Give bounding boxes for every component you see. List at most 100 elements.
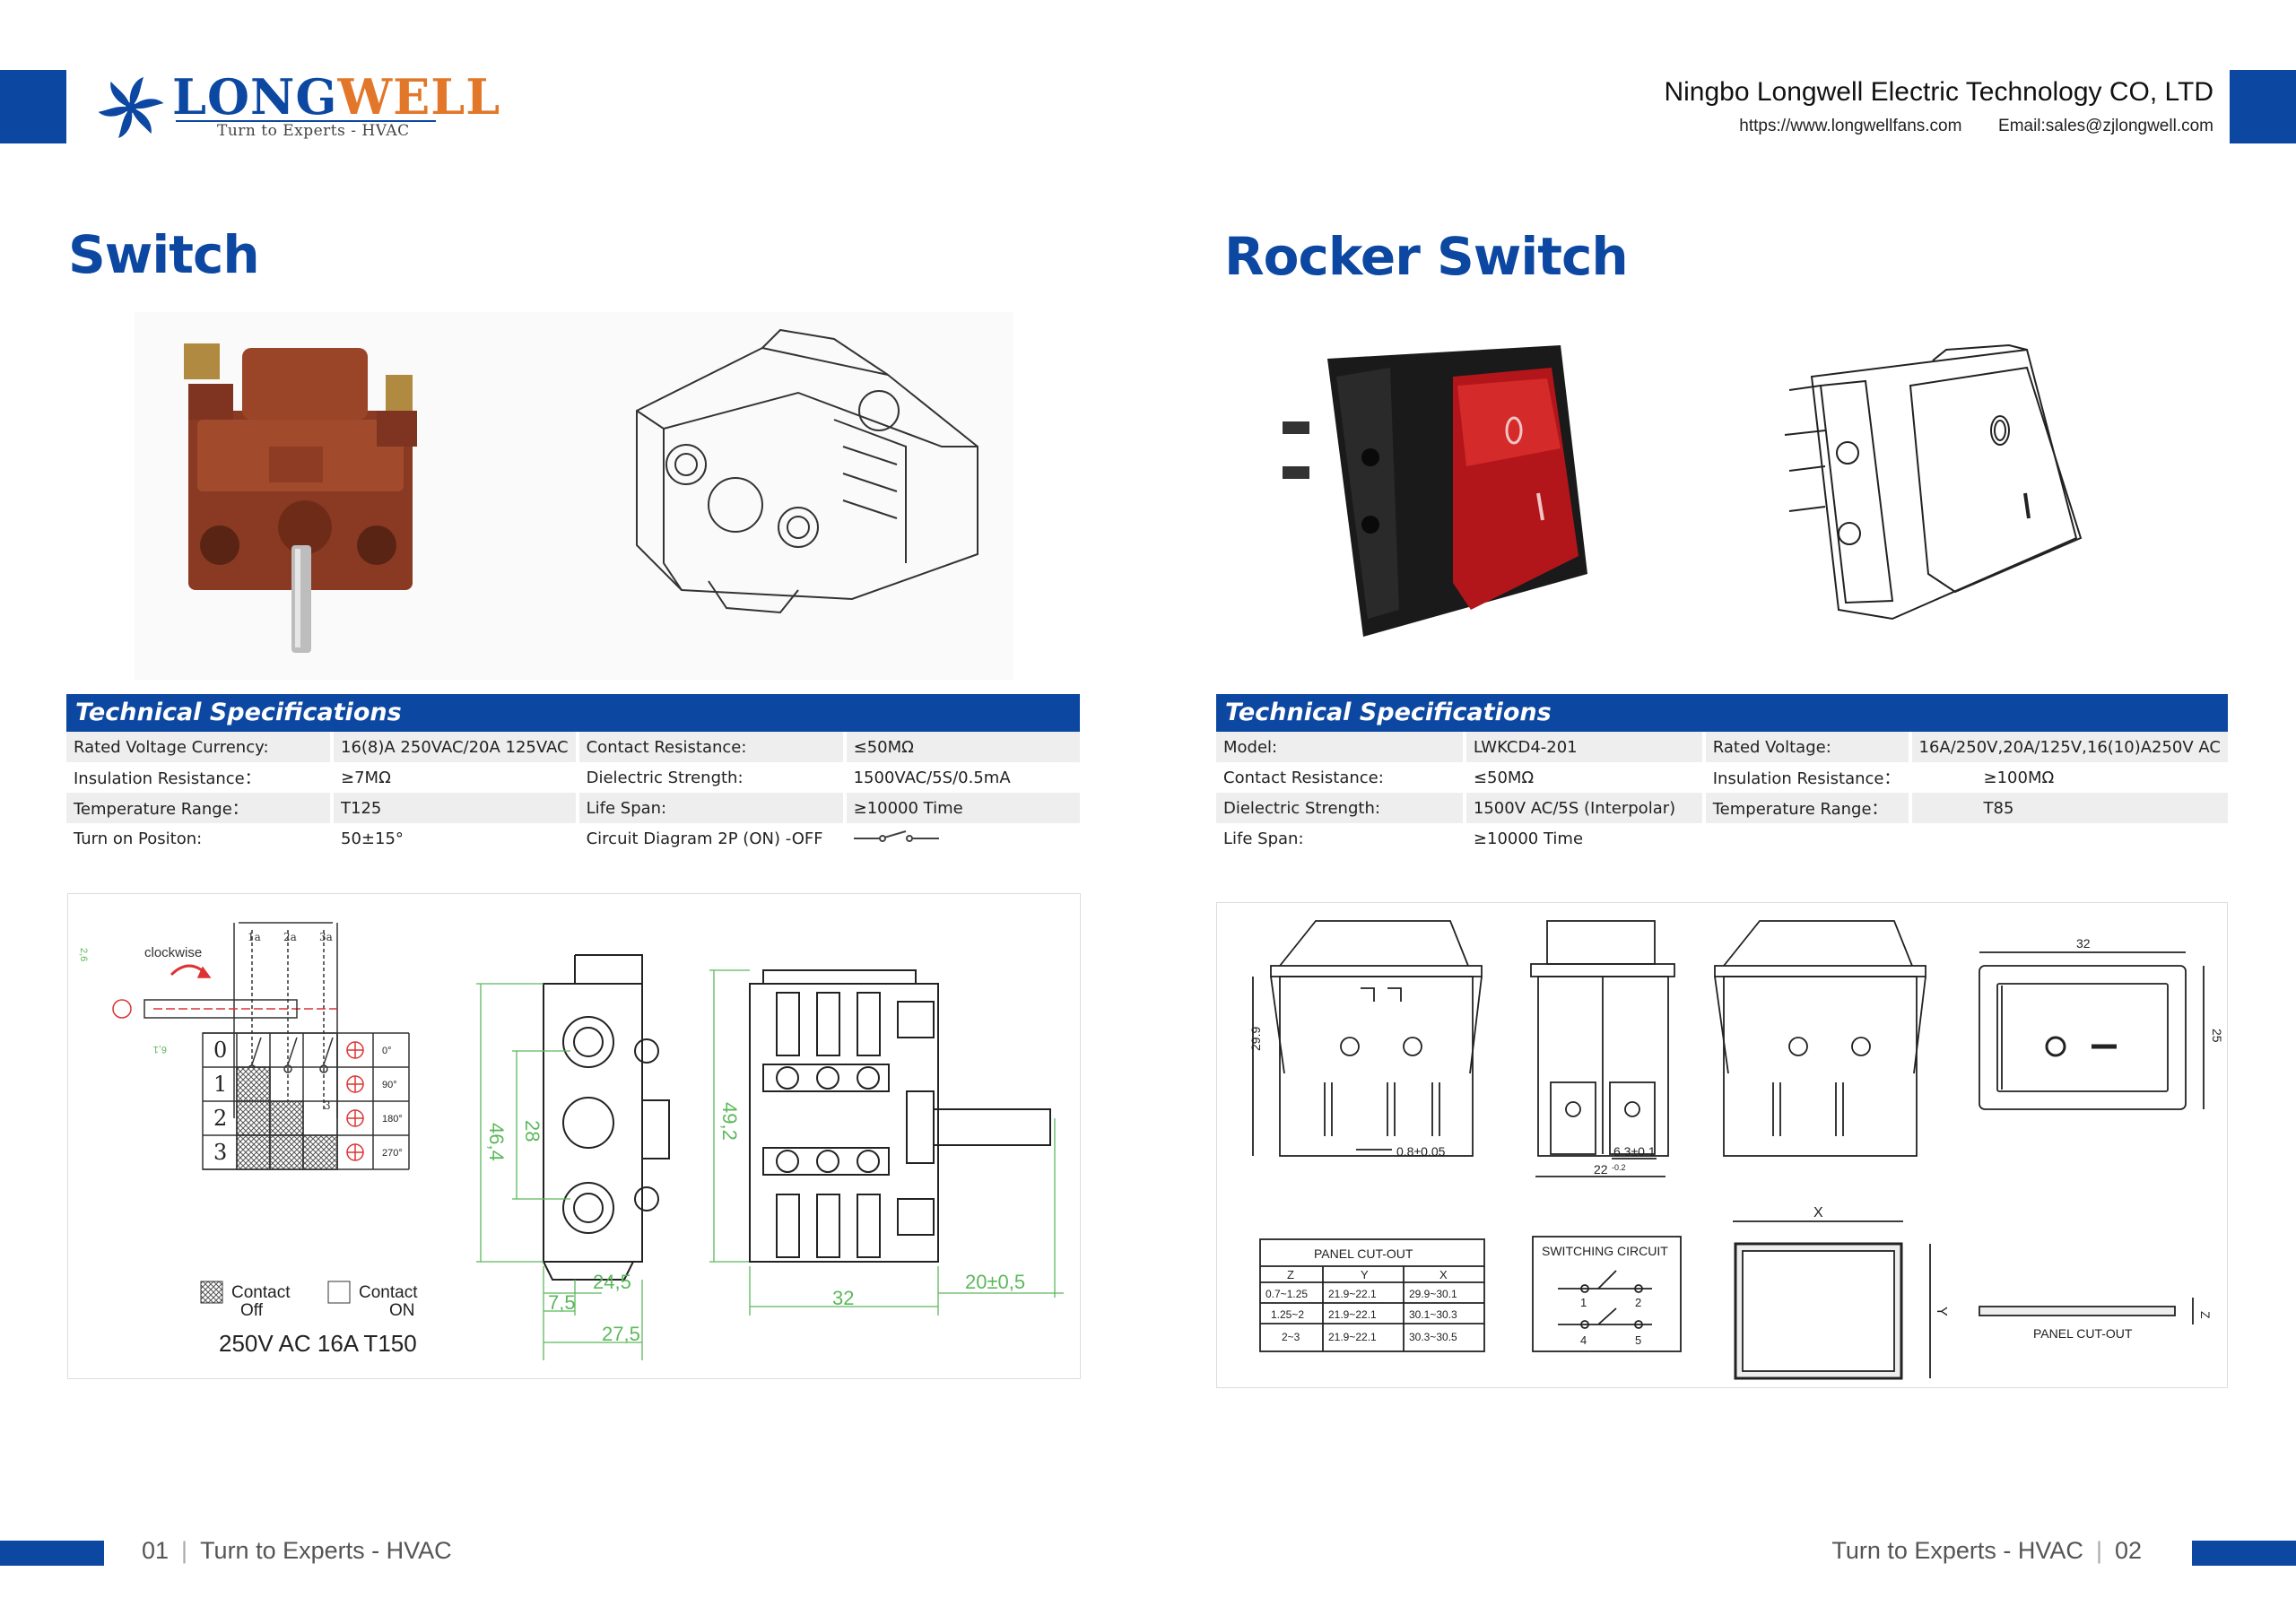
panel-cell: 2~3 — [1282, 1331, 1300, 1343]
panel-cell: 21.9~22.1 — [1328, 1288, 1377, 1300]
spec-value: ≥10000 Time — [1465, 823, 1702, 854]
website-link[interactable]: https://www.longwellfans.com — [1739, 117, 1962, 135]
table-row: Insulation Resistance： ≥7MΩ Dielectric S… — [66, 762, 1080, 793]
spec-label: Model: — [1216, 732, 1463, 762]
fan-blade-icon — [98, 77, 164, 138]
panel-cell: 21.9~22.1 — [1328, 1331, 1377, 1343]
email-link[interactable]: Email:sales@zjlongwell.com — [1998, 117, 2213, 135]
spec-label: Contact Resistance: — [578, 732, 843, 762]
logo: LONGWELL Turn to Experts - HVAC — [95, 68, 500, 143]
dim-label: 32 — [832, 1287, 854, 1309]
table-row: Dielectric Strength: 1500V AC/5S (Interp… — [1216, 793, 2228, 823]
rocker-switch-image — [1283, 345, 1587, 637]
brand-tagline: Turn to Experts - HVAC — [217, 122, 410, 140]
circuit-pin: 5 — [1635, 1333, 1641, 1347]
header-accent-right — [2230, 70, 2296, 143]
switch-line-drawing — [636, 328, 978, 614]
col-label: 2a — [283, 931, 297, 943]
footer-left: 01|Turn to Experts - HVAC — [142, 1537, 452, 1564]
panel-cell: 30.1~30.3 — [1409, 1308, 1457, 1321]
col-num: 3 — [324, 1099, 331, 1112]
cut-x: X — [1813, 1205, 1823, 1220]
dim-label: 7,5 — [548, 1291, 576, 1314]
footer-tagline: Turn to Experts - HVAC — [1831, 1537, 2083, 1564]
spec-value: 1500V AC/5S (Interpolar) — [1465, 793, 1702, 823]
legend-on-label-2: ON — [389, 1301, 415, 1320]
footer-accent-left — [0, 1541, 104, 1566]
dim-label: 24,5 — [593, 1271, 631, 1293]
panel-cell: 0.7~1.25 — [1265, 1288, 1308, 1300]
spec-value: 16(8)A 250VAC/20A 125VAC — [334, 732, 576, 762]
spec-value — [1911, 823, 2228, 854]
switch-photo — [135, 312, 1013, 680]
contact-line: https://www.longwellfans.com Email:sales… — [1739, 117, 2213, 136]
legend-off-label: Contact — [231, 1283, 291, 1302]
circuit-pin: 2 — [1635, 1296, 1641, 1309]
dim-label: 32 — [2076, 936, 2091, 951]
panel-head: Z — [1287, 1268, 1294, 1281]
spec-label: Turn on Positon: — [66, 823, 330, 854]
spec-label: Life Span: — [578, 793, 843, 823]
position-row: 0 — [213, 1038, 227, 1063]
position-row: 3 — [213, 1140, 227, 1165]
clockwise-label: clockwise — [144, 945, 202, 960]
circuit-pin: 1 — [1580, 1296, 1587, 1309]
rotary-schematic — [112, 922, 338, 1118]
position-row: 1 — [213, 1072, 227, 1097]
company-name: Ningbo Longwell Electric Technology CO, … — [1664, 77, 2213, 107]
rocker-spec-header: Technical Specifications — [1216, 694, 2228, 732]
spec-value: 16A/250V,20A/125V,16(10)A250V AC — [1911, 732, 2228, 762]
spec-value: ≤50MΩ — [1465, 762, 1702, 793]
position-row: 2 — [213, 1106, 227, 1131]
panel-label: PANEL CUT-OUT — [2033, 1326, 2133, 1341]
footer-tagline: Turn to Experts - HVAC — [200, 1537, 452, 1564]
spec-label: Contact Resistance: — [1216, 762, 1463, 793]
page-number: 02 — [2114, 1537, 2142, 1564]
dim-label: 6,1 — [153, 1044, 167, 1055]
dim-label: 22 — [1594, 1162, 1608, 1177]
table-row: Temperature Range： T125 Life Span: ≥1000… — [66, 793, 1080, 823]
spec-value: ≥100MΩ — [1911, 762, 2228, 793]
switch-title: Switch — [68, 224, 260, 285]
angle-label: 180° — [382, 1114, 403, 1125]
cut-y: Y — [1934, 1307, 1949, 1316]
spec-value: LWKCD4-201 — [1465, 732, 1702, 762]
dim-label: 29.9 — [1248, 1027, 1263, 1051]
dim-label: 27,5 — [602, 1323, 640, 1345]
legend-on-label: Contact — [359, 1283, 418, 1302]
dim-label: 46,4 — [485, 1123, 508, 1161]
spec-label: Insulation Resistance： — [66, 762, 330, 793]
dim-label: 6.3±0.1 — [1613, 1144, 1656, 1159]
circuit-symbol — [846, 823, 1080, 854]
angle-label: 0° — [382, 1046, 392, 1056]
panel-cell: 30.3~30.5 — [1409, 1331, 1457, 1343]
spec-label: Dielectric Strength: — [1216, 793, 1463, 823]
rocker-line-drawing — [1784, 343, 2083, 621]
spec-value: 50±15° — [334, 823, 576, 854]
rating-label: 250V AC 16A T150 — [219, 1330, 417, 1357]
rocker-photo — [1265, 314, 2108, 655]
spec-label: Temperature Range： — [66, 793, 330, 823]
table-row: Life Span: ≥10000 Time — [1216, 823, 2228, 854]
circuit-title: SWITCHING CIRCUIT — [1542, 1244, 1668, 1258]
panel-cell: 21.9~22.1 — [1328, 1308, 1377, 1321]
side-view — [749, 969, 1051, 1263]
spec-value: ≥7MΩ — [334, 762, 576, 793]
angle-label: 90° — [382, 1080, 397, 1090]
spec-label: Temperature Range： — [1705, 793, 1909, 823]
spec-label: Circuit Diagram 2P (ON) -OFF — [578, 823, 843, 854]
table-row: Turn on Positon: 50±15° Circuit Diagram … — [66, 823, 1080, 854]
page-number: 01 — [142, 1537, 170, 1564]
spec-label: Dielectric Strength: — [578, 762, 843, 793]
circuit-pin: 4 — [1580, 1333, 1587, 1347]
footer-right: Turn to Experts - HVAC|02 — [1831, 1537, 2142, 1564]
spec-label: Rated Voltage: — [1705, 732, 1909, 762]
spec-label: Insulation Resistance： — [1705, 762, 1909, 793]
legend-off-label-2: Off — [240, 1301, 264, 1320]
spec-value: T85 — [1911, 793, 2228, 823]
dim-label: 2,6 — [78, 948, 89, 961]
dim-label: 20±0,5 — [965, 1271, 1025, 1293]
spec-value: T125 — [334, 793, 576, 823]
position-grid — [202, 1032, 410, 1170]
brand-name: LONGWELL — [172, 68, 501, 126]
